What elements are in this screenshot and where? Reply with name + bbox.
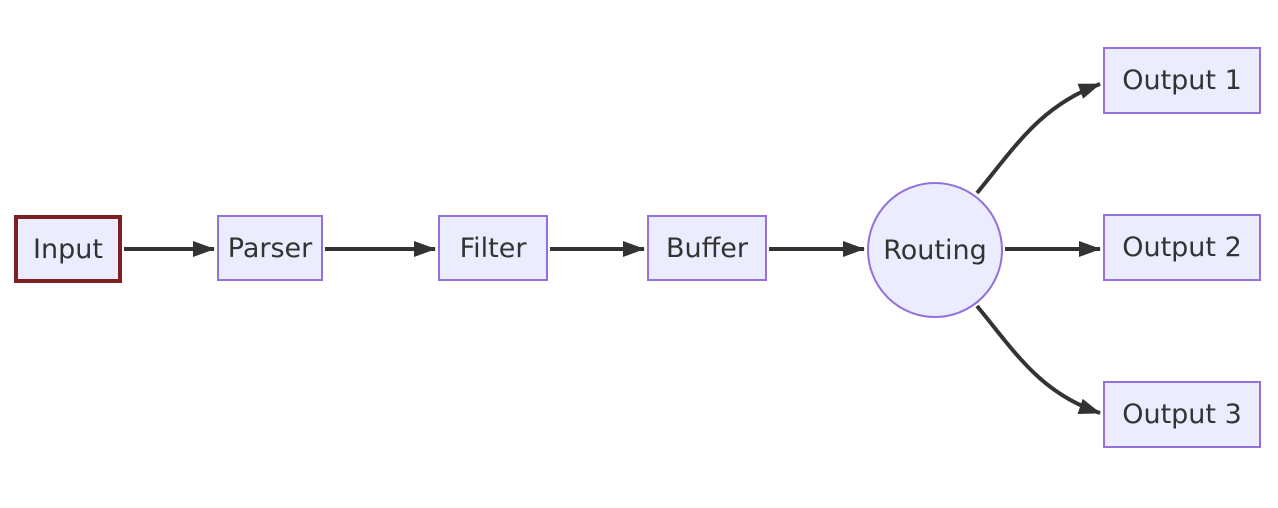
node-input: Input	[14, 215, 122, 283]
node-parser-label: Parser	[227, 232, 313, 264]
node-output1: Output 1	[1103, 47, 1261, 114]
node-output2-label: Output 2	[1122, 232, 1242, 263]
node-output3-label: Output 3	[1122, 399, 1242, 430]
node-parser: Parser	[217, 215, 323, 281]
node-output2: Output 2	[1103, 214, 1261, 281]
node-output3: Output 3	[1103, 381, 1261, 448]
node-buffer-label: Buffer	[666, 232, 748, 264]
edge-routing-output1	[975, 82, 1101, 195]
edge-routing-output3	[975, 304, 1101, 415]
node-filter: Filter	[438, 215, 548, 281]
node-filter-label: Filter	[459, 232, 527, 264]
node-routing-label: Routing	[883, 234, 987, 266]
node-output1-label: Output 1	[1122, 65, 1242, 96]
node-buffer: Buffer	[647, 215, 767, 281]
node-routing: Routing	[867, 182, 1003, 318]
node-input-label: Input	[33, 233, 103, 265]
